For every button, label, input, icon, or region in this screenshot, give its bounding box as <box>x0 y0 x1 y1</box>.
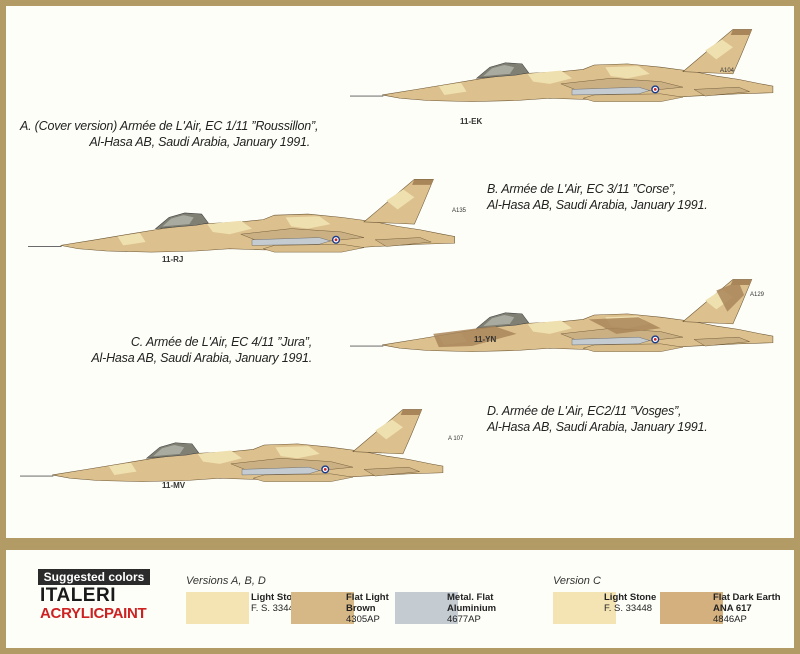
swatch-light-stone-c-label: Light Stone F. S. 33448 <box>604 592 657 614</box>
code-d: 11-MV <box>162 481 186 490</box>
aircraft-a <box>349 28 774 103</box>
swatch-flat-light-brown <box>291 592 354 624</box>
code-c: 11-YN <box>474 335 496 344</box>
group1-title: Versions A, B, D <box>186 575 266 587</box>
swatch-flat-dark-earth-label: Flat Dark Earth ANA 617 4846AP <box>713 592 781 625</box>
swatch-flat-light-brown-label: Flat Light Brown 4305AP <box>346 592 389 625</box>
tail-a: A104 <box>720 68 735 74</box>
swatch-metal-flat-aluminium-label: Metal. Flat Aluminium 4677AP <box>447 592 497 625</box>
swatch-light-stone <box>186 592 249 624</box>
brand-logo-bottom: ACRYLICPAINT <box>40 605 147 622</box>
brand-logo-top: ITALERI <box>40 585 116 606</box>
suggested-colors-label: Suggested colors <box>38 569 150 585</box>
code-b: 11-RJ <box>162 255 183 264</box>
caption-b: B. Armée de L'Air, EC 3/11 ”Corse”, Al-H… <box>487 182 708 212</box>
aircraft-d <box>19 408 444 483</box>
tail-c: A129 <box>750 292 765 298</box>
swatch-metal-flat-aluminium <box>395 592 458 624</box>
swatch-light-stone-c <box>553 592 616 624</box>
tail-b: A135 <box>452 208 467 214</box>
swatch-flat-dark-earth <box>660 592 723 624</box>
swatch-light-stone-label: Light Stone F. S. 33448 <box>251 592 304 614</box>
caption-d: D. Armée de L'Air, EC2/11 ”Vosges”, Al-H… <box>487 404 708 434</box>
caption-a: A. (Cover version) Armée de L'Air, EC 1/… <box>20 119 319 149</box>
group2-title: Version C <box>553 575 601 587</box>
tail-d: A 107 <box>448 436 464 442</box>
caption-c: C. Armée de L'Air, EC 4/11 ”Jura”, Al-Ha… <box>91 335 312 365</box>
code-a: 11-EK <box>460 117 482 126</box>
aircraft-c <box>349 278 774 353</box>
aircraft-b <box>27 178 456 253</box>
